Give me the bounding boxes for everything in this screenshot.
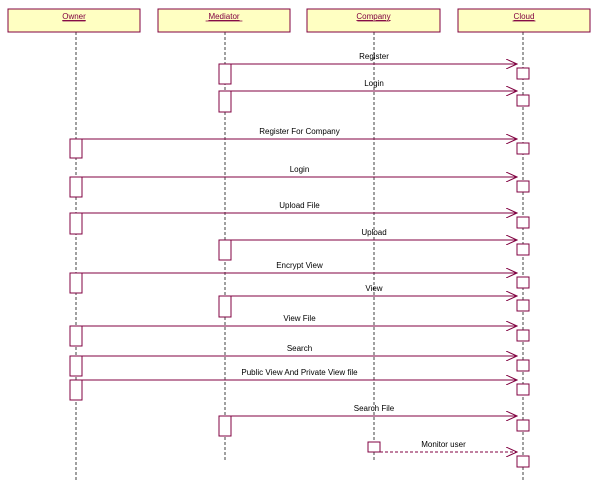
message-label: Monitor user	[421, 440, 466, 449]
message-label: Upload File	[279, 201, 320, 210]
message-label: Encrypt View	[276, 261, 323, 270]
activation-cloud	[516, 180, 530, 193]
lifeline-name: Mediator	[208, 12, 239, 21]
message-encrypt-view: Encrypt View	[82, 261, 517, 273]
activation-owner	[69, 325, 83, 347]
lifeline-name: Company	[356, 12, 390, 21]
activation-cloud	[516, 67, 530, 80]
activation-cloud	[516, 329, 530, 342]
activation-mediator	[218, 295, 232, 318]
message-upload: Upload	[231, 228, 517, 240]
activation-cloud	[516, 419, 530, 432]
lifeline-name: Cloud	[514, 12, 535, 21]
lifeline-header-box	[7, 8, 141, 33]
message-label: Search File	[354, 404, 395, 413]
activation-mediator	[218, 63, 232, 85]
activation-cloud	[516, 299, 530, 312]
message-label: Upload	[361, 228, 386, 237]
activation-owner	[69, 138, 83, 159]
activation-mediator	[218, 415, 232, 437]
lifeline-header-company: Company	[306, 8, 441, 33]
message-upload-file: Upload File	[82, 201, 517, 213]
activation-company	[367, 441, 381, 453]
activation-cloud	[516, 359, 530, 372]
activation-cloud	[516, 383, 530, 396]
activation-owner	[69, 176, 83, 198]
message-register: Register	[231, 52, 517, 64]
lifeline-header-cloud: Cloud	[457, 8, 591, 33]
activation-mediator	[218, 90, 232, 113]
message-label: View	[365, 284, 382, 293]
message-search-file: Search File	[231, 404, 517, 416]
message-login-owner: Login	[82, 165, 517, 177]
message-label: Public View And Private View file	[241, 368, 358, 377]
lifeline-header-box	[306, 8, 441, 33]
activation-cloud	[516, 142, 530, 155]
message-search: Search	[82, 344, 517, 356]
message-label: Register	[359, 52, 389, 61]
activation-cloud	[516, 455, 530, 468]
message-label: Login	[364, 79, 384, 88]
activation-owner	[69, 212, 83, 235]
message-login-mediator: Login	[231, 79, 517, 91]
activation-owner	[69, 379, 83, 401]
message-label: Login	[290, 165, 310, 174]
lifeline-name: Owner	[62, 12, 86, 21]
activation-cloud	[516, 243, 530, 256]
lifeline-header-box	[457, 8, 591, 33]
activation-cloud	[516, 276, 530, 289]
activation-mediator	[218, 239, 232, 261]
activation-owner	[69, 355, 83, 377]
message-view: View	[231, 284, 517, 296]
activation-owner	[69, 272, 83, 294]
message-public-private-view: Public View And Private View file	[82, 368, 517, 380]
lifeline-header-box	[157, 8, 291, 33]
message-label: View File	[283, 314, 316, 323]
activation-cloud	[516, 216, 530, 229]
lifeline-header-owner: Owner	[7, 8, 141, 33]
activation-cloud	[516, 94, 530, 107]
message-register-for-company: Register For Company	[82, 127, 517, 139]
lifeline-header-mediator: Mediator	[157, 8, 291, 33]
message-label: Register For Company	[259, 127, 339, 136]
message-monitor-user: Monitor user	[380, 440, 517, 452]
message-view-file: View File	[82, 314, 517, 326]
message-label: Search	[287, 344, 312, 353]
